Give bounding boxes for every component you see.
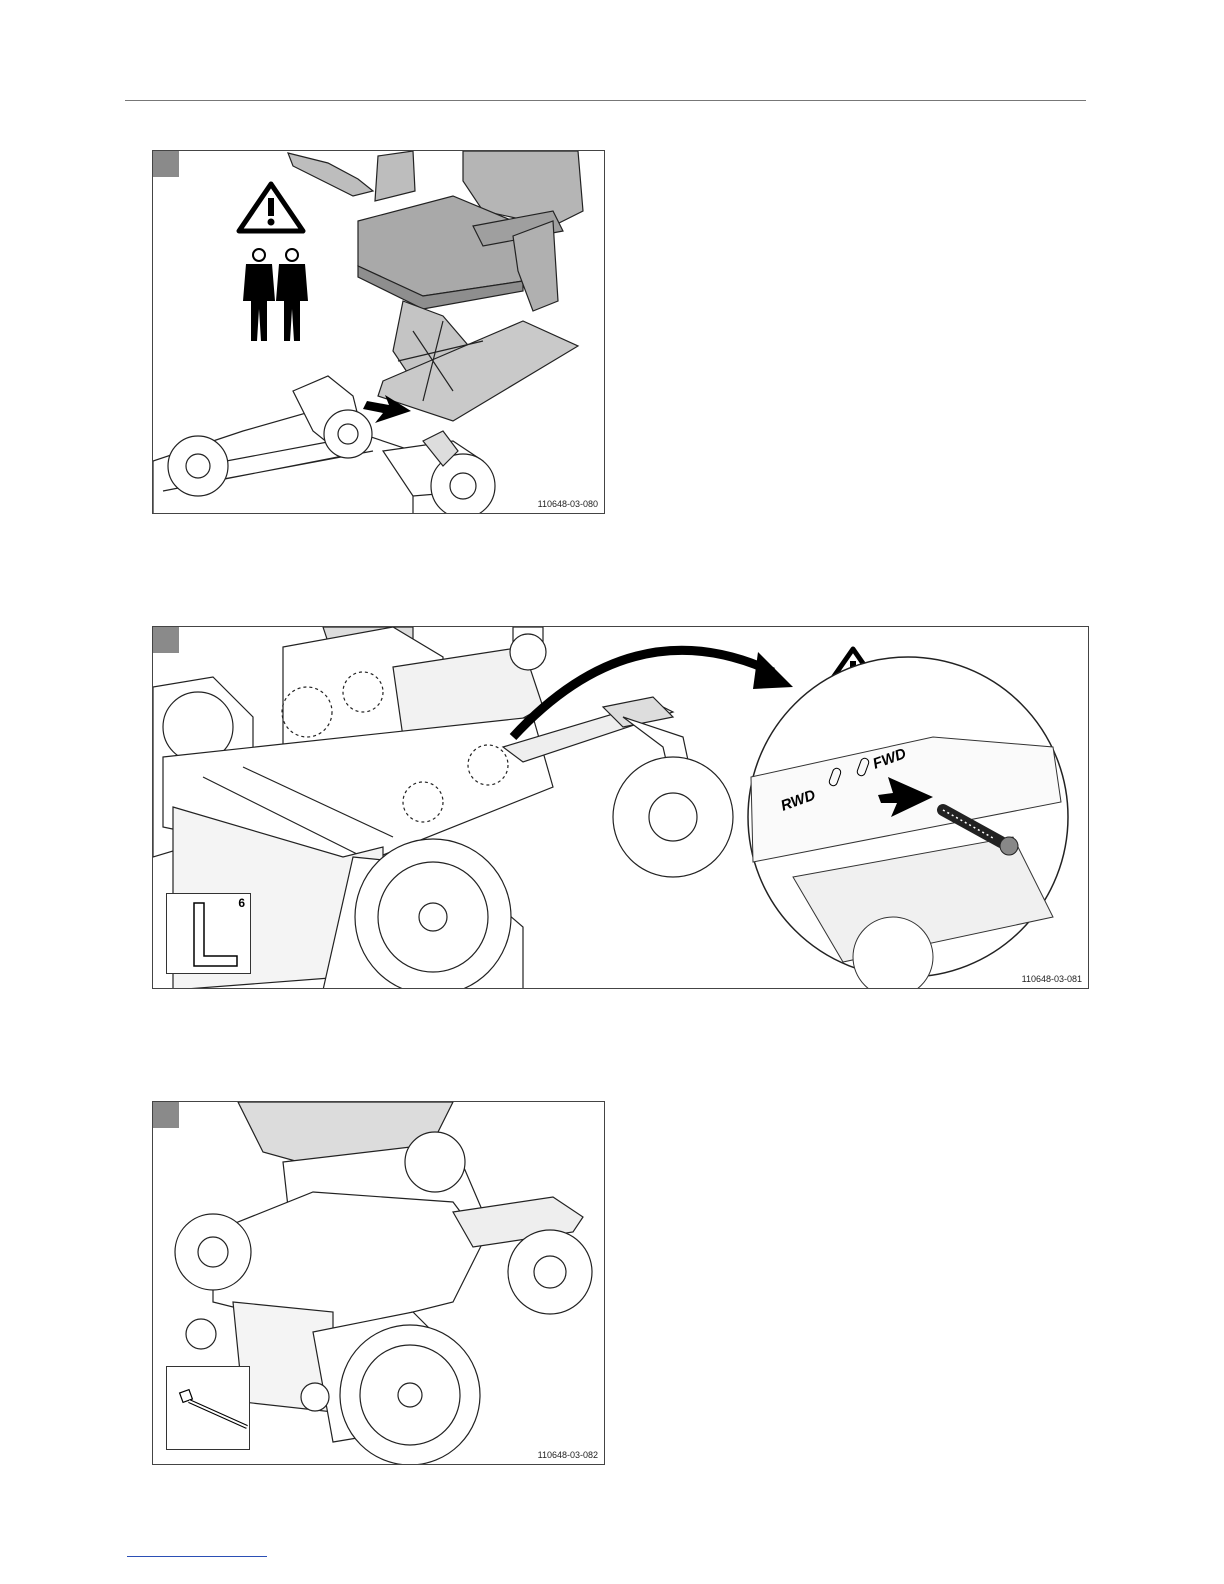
seat-removal-illustration: [153, 151, 605, 514]
tool-size: 6: [238, 896, 245, 910]
tool-inset: 6: [166, 893, 251, 974]
step-tab: [153, 1102, 179, 1128]
figure-id: 110648-03-080: [538, 499, 598, 509]
step-tab: [153, 627, 179, 653]
footer-link-rule: [127, 1556, 267, 1557]
detail-magnifier: RWD FWD: [748, 657, 1068, 989]
figure-id: 110648-03-082: [538, 1450, 598, 1460]
step-tab: [153, 151, 179, 177]
caster-swap-illustration: RWD FWD: [153, 627, 1089, 989]
figure-cable-tie: 110648-03-082: [152, 1101, 605, 1465]
figure-caster-swap: RWD FWD 6 110648-03-081: [152, 626, 1089, 989]
figure-id: 110648-03-081: [1022, 974, 1082, 984]
warning-icon: [239, 184, 303, 231]
figure-seat-removal: 110648-03-080: [152, 150, 605, 514]
cable-tie-inset: [166, 1366, 250, 1450]
two-persons-icon: [243, 249, 308, 341]
cable-tie-icon: [167, 1367, 251, 1451]
header-rule: [125, 100, 1086, 101]
